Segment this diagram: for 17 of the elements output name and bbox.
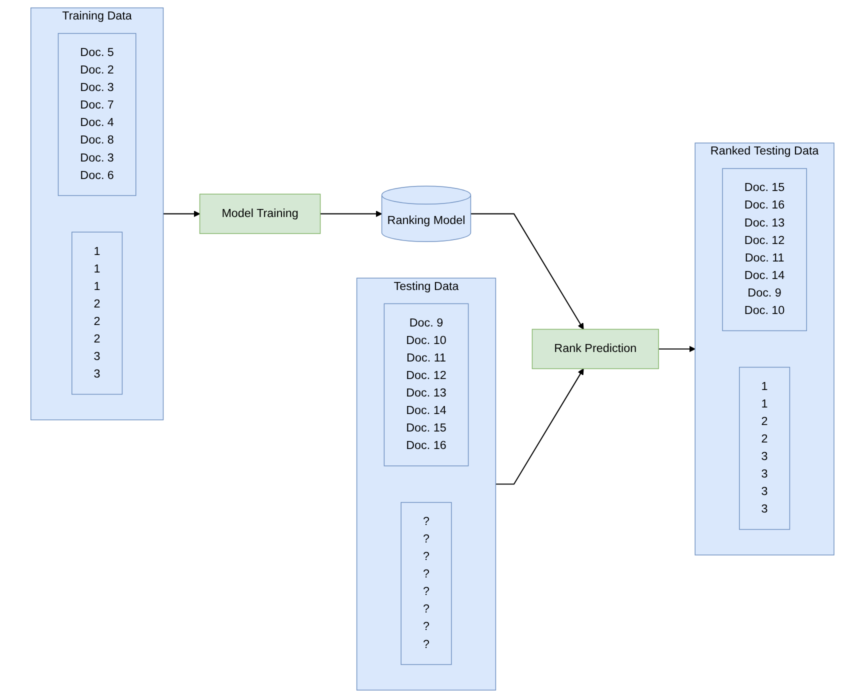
node-box xyxy=(71,232,122,395)
cluster xyxy=(30,7,164,420)
arrow xyxy=(320,210,382,218)
arrow xyxy=(470,213,584,330)
node-box xyxy=(57,33,136,196)
arrow xyxy=(162,210,200,218)
node-box xyxy=(383,303,468,466)
node-box xyxy=(198,194,320,234)
flowchart: Ranked Testing Data Doc. 15 Doc. 16 Doc. 13 Doc. 12 Doc. 11 Doc. 14 Doc. 9 Doc. 10 1 1 2 2 3 3 3 3 Testing Data Doc. 9 Doc. 10 Doc. 11 Doc. 12 Doc. 13 Doc. 14 Doc. 15 Doc. 16 ? ? ? ? ? ? ? ? Training Data Doc. 5 Doc. 2 Doc. 3 Doc. 7 Doc. 4 Doc. 8 Doc. 3 Doc. 6 1 1 1 2 2 2 3 3 Model Training Ranking Model Rank Prediction xyxy=(24,2,840,696)
arrow xyxy=(495,368,584,485)
cluster xyxy=(694,142,834,556)
node-box xyxy=(722,168,807,332)
node-box xyxy=(738,366,790,530)
node-box xyxy=(531,328,659,370)
arrow xyxy=(658,346,695,352)
node-box xyxy=(400,502,452,665)
cluster xyxy=(356,278,496,690)
